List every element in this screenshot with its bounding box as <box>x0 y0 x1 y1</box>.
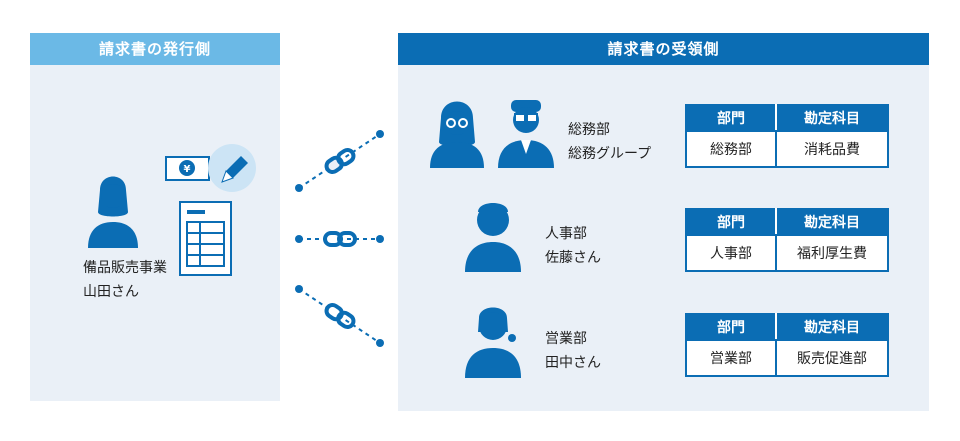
yen-symbol: ¥ <box>184 164 191 175</box>
sales-department: 営業部 <box>545 331 587 347</box>
link-connector-bottom <box>295 285 384 347</box>
sales-account-table: 部門 勘定科目 営業部 販売促進部 <box>685 313 889 377</box>
general-affairs-man-icon <box>498 100 554 168</box>
issuer-person-icon <box>88 176 138 248</box>
pen-icon <box>208 144 256 192</box>
invoice-document-icon <box>179 201 232 276</box>
sales-label: 営業部 田中さん <box>545 327 601 375</box>
hr-person-name: 佐藤さん <box>545 250 601 266</box>
sales-person-icon <box>465 307 521 378</box>
issuer-person-label: 備品販売事業 山田さん <box>83 256 167 304</box>
general-affairs-department: 総務部 <box>568 122 610 138</box>
table-header-account: 勘定科目 <box>775 104 889 132</box>
general-affairs-group: 総務グループ <box>568 146 652 162</box>
table-cell-department: 総務部 <box>685 130 777 168</box>
table-header-account: 勘定科目 <box>775 208 889 236</box>
chain-icon-bottom <box>324 302 356 330</box>
hr-department: 人事部 <box>545 226 587 242</box>
chain-icon-middle <box>323 231 357 247</box>
general-affairs-label: 総務部 総務グループ <box>568 118 651 166</box>
table-header-department: 部門 <box>685 104 777 132</box>
table-header-department: 部門 <box>685 313 777 341</box>
table-cell-department: 営業部 <box>685 339 777 377</box>
general-affairs-woman-icon <box>430 101 484 168</box>
issuer-name: 山田さん <box>83 284 139 300</box>
issuer-header: 請求書の発行側 <box>30 33 280 65</box>
chain-icon-top <box>324 147 356 175</box>
link-connector-top <box>295 130 384 192</box>
table-header-account: 勘定科目 <box>775 313 889 341</box>
receiver-header: 請求書の受領側 <box>398 33 929 65</box>
hr-label: 人事部 佐藤さん <box>545 222 601 270</box>
issuer-panel: 請求書の発行側 <box>30 33 280 401</box>
link-connector-middle <box>295 231 384 247</box>
table-cell-department: 人事部 <box>685 234 777 272</box>
sales-person-name: 田中さん <box>545 355 601 371</box>
table-cell-account: 販売促進部 <box>775 339 889 377</box>
yen-bill-icon: ¥ <box>165 156 210 181</box>
general-affairs-account-table: 部門 勘定科目 総務部 消耗品費 <box>685 104 889 168</box>
table-cell-account: 消耗品費 <box>775 130 889 168</box>
issuer-department: 備品販売事業 <box>83 260 167 276</box>
table-header-department: 部門 <box>685 208 777 236</box>
hr-account-table: 部門 勘定科目 人事部 福利厚生費 <box>685 208 889 272</box>
hr-person-icon <box>465 203 521 272</box>
table-cell-account: 福利厚生費 <box>775 234 889 272</box>
